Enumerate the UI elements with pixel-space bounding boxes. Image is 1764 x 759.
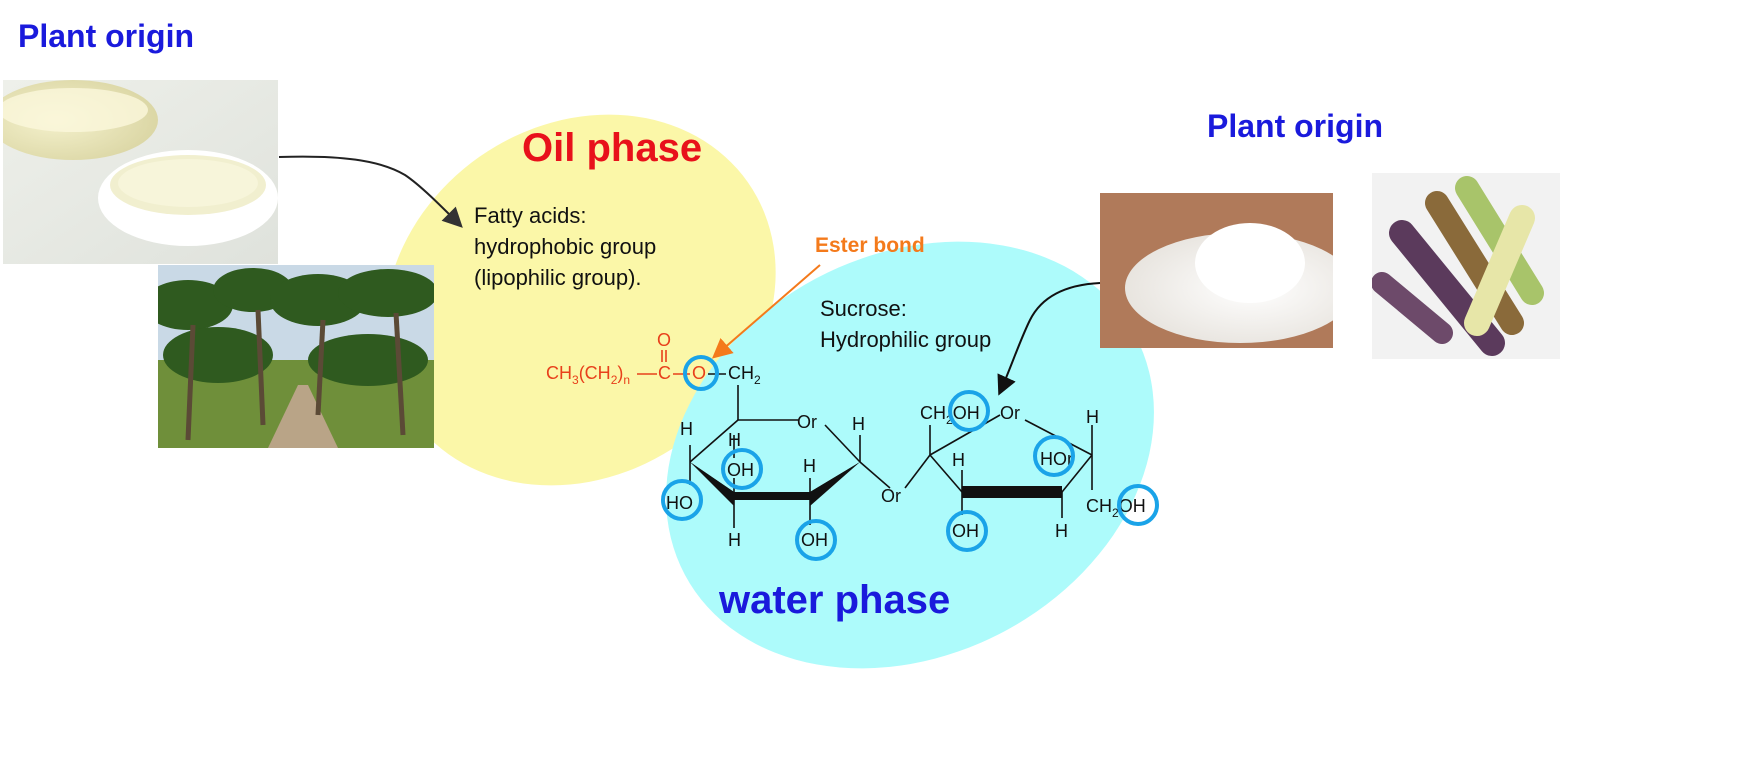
oh-highlight: [721, 448, 763, 490]
h-label: H: [728, 430, 741, 450]
sugarcane-photo: [1372, 173, 1560, 359]
oh-highlight: [795, 519, 837, 561]
ester-oxygen: O: [692, 363, 706, 383]
sugar-pile-photo: [1100, 193, 1333, 348]
h-label: H: [1086, 407, 1099, 427]
ester-bond-label: Ester bond: [815, 234, 925, 257]
ester-o-highlight: [683, 355, 719, 391]
oh-highlight: [1033, 435, 1075, 477]
svg-text:HOr: HOr: [1040, 449, 1073, 469]
oil-desc-line1: Fatty acids:: [474, 203, 587, 228]
ch2-top-label: CH2: [728, 363, 761, 387]
palm-grove-photo: [158, 265, 434, 448]
oh-highlight: [661, 479, 703, 521]
carbonyl-oxygen: O: [657, 330, 671, 350]
oh-highlight: [946, 510, 988, 552]
carbonyl-carbon: C: [658, 363, 671, 383]
ring-oxygen-right: Or: [1000, 403, 1020, 423]
svg-text:CH2OH: CH2OH: [920, 403, 980, 427]
oil-arrow: [278, 155, 463, 228]
oh-highlight: [1117, 484, 1159, 526]
svg-text:CH3(CH2)n: CH3(CH2)n: [546, 363, 630, 387]
hydroxyl-highlights: [661, 355, 1159, 561]
oh-ring-left-lower: OH: [801, 530, 828, 550]
h-label: H: [803, 456, 816, 476]
ring-oxygen-left: Or: [797, 412, 817, 432]
left-plant-origin-heading: Plant origin: [18, 18, 194, 54]
right-plant-origin-heading: Plant origin: [1207, 108, 1383, 144]
oh-ring-right-lower: OH: [952, 521, 979, 541]
bridge-oxygen: Or: [881, 486, 901, 506]
h-label: H: [952, 450, 965, 470]
water-desc-line2: Hydrophilic group: [820, 327, 992, 352]
water-phase-title: water phase: [719, 578, 951, 622]
sugar-arrow: [997, 282, 1101, 396]
oil-desc-line3: (lipophilic group).: [474, 265, 642, 290]
oil-phase-ellipse: [384, 114, 776, 486]
water-phase-ellipse: [666, 241, 1154, 669]
ho-ring-left: HO: [666, 493, 693, 513]
fatty-acid-chain: CH3(CH2)n C O O: [546, 330, 706, 387]
h-label: H: [1055, 521, 1068, 541]
oil-phase-title: Oil phase: [522, 126, 703, 170]
oil-bowl-photo: [3, 80, 278, 264]
water-desc-line1: Sucrose:: [820, 296, 907, 321]
ester-bond-arrow: [711, 264, 821, 359]
water-phase-description: Sucrose: Hydrophilic group: [820, 293, 991, 355]
h-label: H: [728, 530, 741, 550]
oh-ring-left-upper: OH: [727, 460, 754, 480]
oil-desc-line2: hydrophobic group: [474, 234, 657, 259]
svg-text:CH2OH: CH2OH: [1086, 496, 1146, 520]
h-label: H: [852, 414, 865, 434]
oil-phase-description: Fatty acids: hydrophobic group (lipophil…: [474, 200, 656, 293]
h-label: H: [680, 419, 693, 439]
oh-highlight: [948, 390, 990, 432]
